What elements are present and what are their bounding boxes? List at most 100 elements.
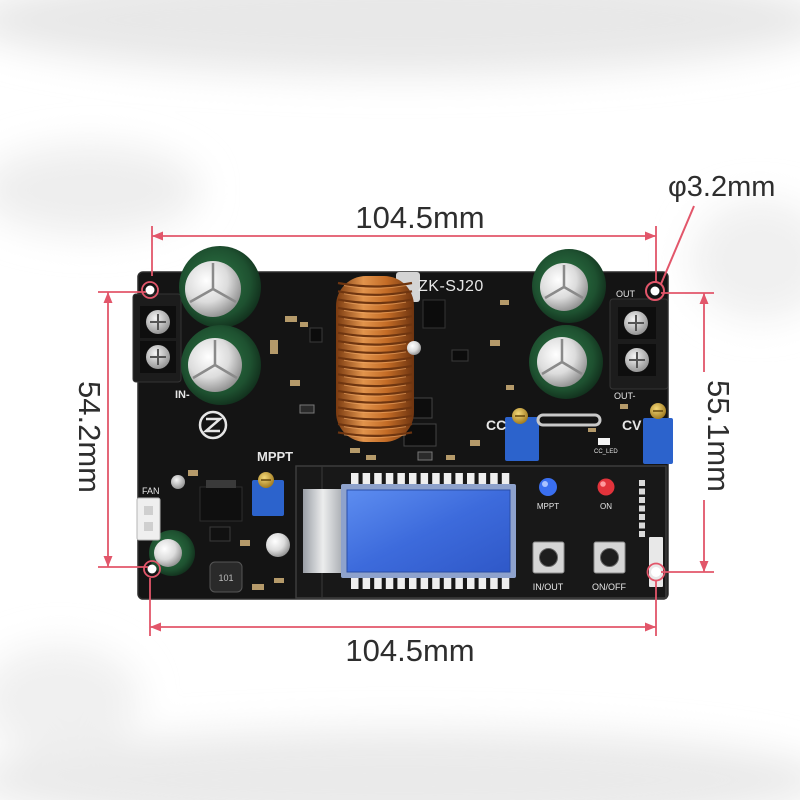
capacitor-vent — [189, 263, 237, 304]
arrowhead — [103, 292, 113, 303]
smd-part — [446, 455, 455, 460]
input-terminal-block — [132, 293, 182, 383]
capacitor-vent — [192, 340, 238, 380]
lcd-pin — [374, 577, 382, 589]
coil-winding — [337, 431, 413, 437]
fan-connector — [136, 497, 161, 541]
lcd-pin — [362, 577, 371, 589]
small-capacitor — [266, 533, 290, 557]
capacitor-top — [154, 539, 182, 567]
coil-highlight — [343, 351, 407, 356]
arrowhead — [645, 622, 656, 632]
smd-chip — [451, 349, 469, 362]
lcd-pin — [385, 473, 394, 485]
smd-part — [188, 470, 198, 476]
connector-pin-hole — [144, 522, 153, 531]
potentiometer-body — [252, 480, 284, 516]
on-off-button-label: ON/OFF — [592, 582, 626, 592]
right-height-label: 55.1mm — [701, 380, 736, 492]
logo-mark — [202, 417, 224, 433]
coil-highlight — [343, 368, 407, 372]
lcd-pin — [455, 473, 463, 485]
lcd-pin — [490, 473, 498, 485]
header-pin — [639, 505, 645, 512]
coil-highlight — [343, 409, 407, 414]
coil-winding — [337, 290, 413, 296]
coil-winding — [337, 281, 413, 288]
bottom-width-label: 104.5mm — [345, 633, 474, 668]
mounting-holes — [141, 281, 666, 582]
smd-part — [252, 584, 264, 590]
small-capacitor — [407, 341, 421, 355]
inductor-marking: 101 — [218, 573, 233, 583]
arrowhead — [699, 293, 709, 304]
coil-winding — [337, 398, 413, 404]
header-pin — [639, 497, 645, 503]
header-pin — [639, 531, 645, 537]
smd-part — [506, 385, 514, 390]
smd-part — [240, 540, 250, 546]
input-label: IN- — [175, 389, 190, 401]
smd-part — [290, 380, 300, 386]
coil-highlight — [343, 285, 407, 289]
smd-part — [490, 340, 500, 346]
mppt-led — [539, 478, 557, 496]
regulator-tab — [206, 480, 236, 488]
coil-winding — [337, 340, 413, 346]
coil-winding — [337, 331, 413, 338]
coil-highlight — [343, 376, 407, 381]
lcd-pin — [490, 577, 498, 589]
coil-winding — [337, 423, 413, 429]
lcd-pin — [478, 473, 487, 485]
lcd-pin — [478, 577, 487, 589]
right-height-dimension: 55.1mm — [661, 292, 736, 573]
hole-marker-ring — [143, 560, 161, 578]
lcd-pin — [409, 473, 417, 485]
lcd-pin — [374, 473, 382, 485]
coil-highlight — [343, 334, 407, 339]
mosfet — [422, 299, 446, 329]
smd-chip — [309, 327, 323, 343]
hole-diameter-label: φ3.2mm — [668, 171, 775, 203]
coil-highlight — [343, 359, 407, 364]
led-highlight — [542, 481, 548, 487]
lcd-pin — [443, 577, 452, 589]
screw-slot — [628, 315, 644, 331]
output-top-label: OUT — [616, 289, 636, 299]
small-inductor — [209, 561, 243, 593]
mppt-potentiometer — [252, 472, 284, 516]
connector-pin-hole — [144, 506, 153, 515]
inductor-coil — [336, 276, 414, 442]
coil-highlight — [343, 384, 407, 389]
display-board: MPPT ON IN/OUT ON/OFF — [295, 465, 667, 599]
haze-patch — [0, 145, 200, 235]
coil-winding — [337, 323, 413, 330]
lcd-pin — [351, 577, 359, 589]
mppt-led-label: MPPT — [537, 502, 559, 511]
coil-winding — [337, 364, 413, 371]
small-ic — [209, 526, 231, 542]
haze-patch — [0, 730, 800, 800]
mounting-hole — [145, 285, 155, 295]
leader-line — [660, 205, 695, 285]
lcd-pin — [501, 577, 510, 589]
fan-label: FAN — [142, 486, 160, 496]
smd-part — [270, 340, 278, 354]
arrowhead — [152, 231, 163, 241]
left-height-dimension: 54.2mm — [72, 291, 148, 568]
lcd-pin — [409, 577, 417, 589]
smd-part — [350, 448, 360, 453]
lcd-pin — [501, 473, 510, 485]
coil-winding — [337, 373, 413, 379]
capacitor-vent — [541, 339, 583, 376]
arrowhead — [103, 556, 113, 567]
coil-highlight — [343, 318, 407, 322]
coil-winding — [337, 306, 413, 313]
lcd-pin — [432, 473, 440, 485]
cv-potentiometer — [643, 403, 673, 464]
haze-patch — [690, 200, 800, 320]
coil-winding — [337, 348, 413, 354]
left-height-label: 54.2mm — [72, 381, 107, 493]
coil-highlight — [343, 426, 407, 430]
bottom-width-dimension: 104.5mm — [149, 578, 657, 668]
